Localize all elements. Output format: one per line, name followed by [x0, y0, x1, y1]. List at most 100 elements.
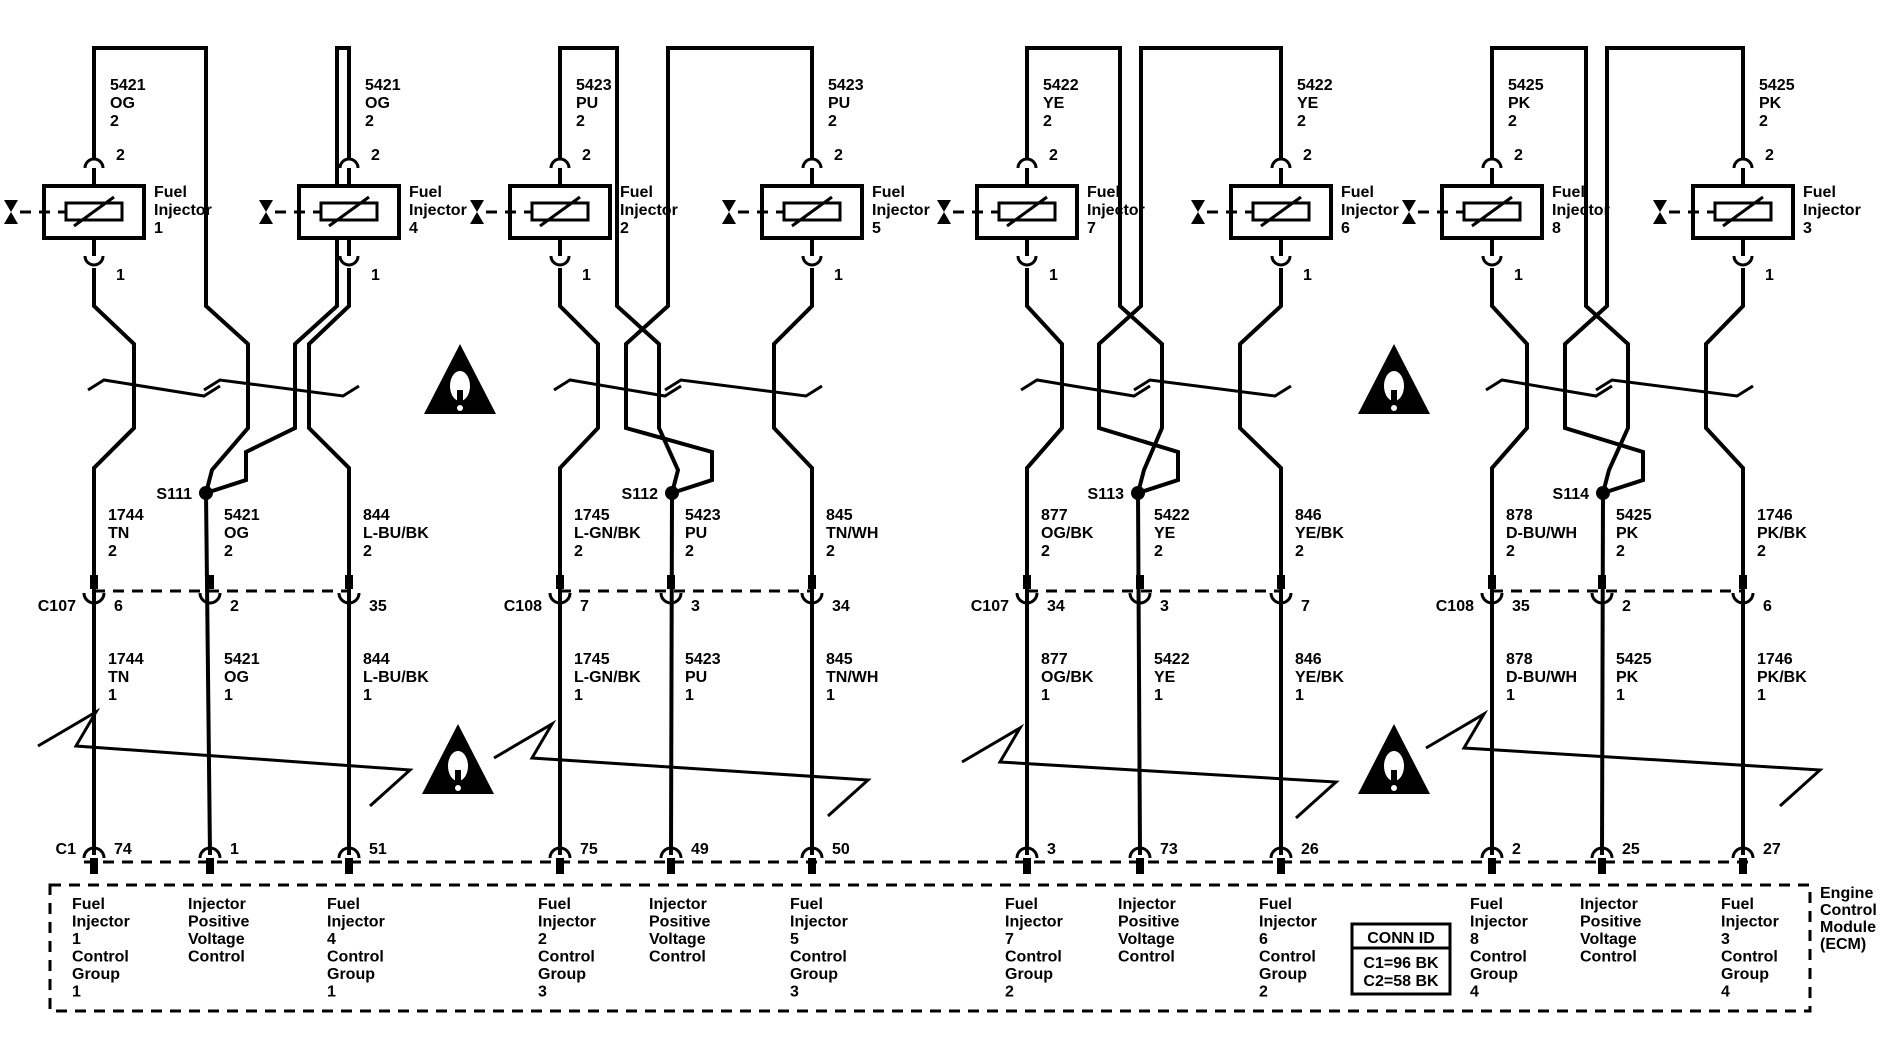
ecm-function-label-line: Control — [1721, 949, 1778, 966]
ecm-function-label-line: Control — [188, 949, 245, 966]
inline-pin-number: 6 — [114, 598, 123, 615]
injector-number: 8 — [1552, 220, 1561, 237]
connector-pin — [1270, 255, 1292, 267]
ecm-pin-tab — [808, 858, 816, 874]
inline-pin-number: 7 — [1301, 598, 1310, 615]
inline-connector-label: C108 — [1436, 598, 1474, 615]
ecm-function-label-line: Injector — [327, 914, 385, 931]
control-wire — [558, 268, 600, 855]
connector-pin — [549, 255, 571, 267]
connector-socket — [337, 592, 361, 605]
solenoid-slash — [1260, 195, 1302, 228]
splice-label: S112 — [622, 486, 659, 503]
wire-label-lower-line: 1 — [826, 687, 835, 704]
positive-voltage-wire — [1136, 492, 1142, 856]
injector-top-pin: 2 — [582, 147, 591, 164]
connector-socket — [548, 592, 572, 605]
conn-id-title: CONN ID — [1367, 930, 1435, 947]
wire-label-upper-line: 1744 — [108, 507, 144, 524]
ecm-function-label-line: 7 — [1005, 931, 1014, 948]
wire-label-upper-line: PU — [685, 525, 707, 542]
ecm-function-label-line: Positive — [1118, 914, 1179, 931]
ecm-pin-number: 74 — [114, 841, 132, 858]
wire-label-lower-line: YE — [1154, 669, 1176, 686]
ecm-socket — [1269, 846, 1293, 859]
ecm-function-label-line: Group — [1470, 966, 1518, 983]
solenoid-slash — [1006, 195, 1048, 228]
ecm-function-label-line: Injector — [1005, 914, 1063, 931]
twisted-pair-mark — [1020, 378, 1151, 398]
connector-socket — [1269, 592, 1293, 605]
solenoid-slash — [1471, 195, 1513, 228]
ecm-function-label-line: 2 — [1259, 984, 1268, 1001]
feed-wire — [92, 46, 250, 494]
ecm-function-label-line: Positive — [188, 914, 249, 931]
ecm-function-label-line: Fuel — [1259, 896, 1292, 913]
ecm-name-line: Module — [1820, 919, 1876, 936]
wire-label-lower-line: 845 — [826, 651, 853, 668]
wire-label-lower-line: 5421 — [224, 651, 260, 668]
ecm-function-label-line: 3 — [790, 984, 799, 1001]
injector-bottom-pin: 1 — [116, 267, 125, 284]
feed-wire-label-line: YE — [1297, 95, 1319, 112]
ecm-function-label-line: Voltage — [649, 931, 706, 948]
exclamation-bulb — [448, 751, 468, 781]
wire-label-upper-line: 1745 — [574, 507, 610, 524]
harness-break-line — [37, 707, 414, 808]
ecm-pin: 26 — [1269, 841, 1319, 874]
wire-label-upper-line: 845 — [826, 507, 853, 524]
wire-label-lower-line: TN — [108, 669, 129, 686]
ecm-function-label-line: Control — [72, 949, 129, 966]
wire-label-lower-line: 1 — [1295, 687, 1304, 704]
feed-wire — [1097, 46, 1283, 495]
ecm-pin-tab — [1488, 858, 1496, 874]
ecm-function-label-line: Group — [1259, 966, 1307, 983]
wire-label-upper-line: 5425 — [1616, 507, 1652, 524]
control-wire — [772, 268, 814, 855]
connector-pin — [801, 255, 823, 267]
connector-socket — [1480, 592, 1504, 605]
ecm-pin: 74 — [82, 841, 132, 874]
injector-top-pin: 2 — [116, 147, 125, 164]
wire-label-upper-line: 2 — [1041, 543, 1050, 560]
splice-dot — [665, 486, 679, 500]
connector-socket — [1590, 592, 1614, 605]
feed-wire-label-line: OG — [110, 95, 135, 112]
injector-number: 7 — [1087, 220, 1096, 237]
twisted-pair-mark — [87, 378, 221, 398]
wire-label-upper-line: PK — [1616, 525, 1639, 542]
harness-break-line — [961, 723, 1340, 820]
connector-socket — [1731, 592, 1755, 605]
injector-label: Injector — [1803, 202, 1861, 219]
ecm-pin-tab — [667, 858, 675, 874]
ecm-socket — [198, 846, 222, 859]
connector-socket — [198, 592, 222, 605]
control-wire — [1490, 268, 1529, 855]
feed-wire-label-line: 2 — [576, 113, 585, 130]
ecm-pin-tab — [1136, 858, 1144, 874]
feed-wire-label-line: PU — [576, 95, 598, 112]
ecm-pin-tab — [1277, 858, 1285, 874]
injector-bottom-pin: 1 — [834, 267, 843, 284]
inline-connector-label: C107 — [38, 598, 76, 615]
exclamation-bulb — [1384, 371, 1404, 401]
injector-top-pin: 2 — [1514, 147, 1523, 164]
ecm-function-label-line: 3 — [1721, 931, 1730, 948]
ecm-function-label-line: Injector — [1259, 914, 1317, 931]
splice-dot — [199, 486, 213, 500]
connector-pin — [1136, 575, 1144, 589]
twisted-pair-mark — [1595, 378, 1754, 398]
connector-pin — [667, 575, 675, 589]
